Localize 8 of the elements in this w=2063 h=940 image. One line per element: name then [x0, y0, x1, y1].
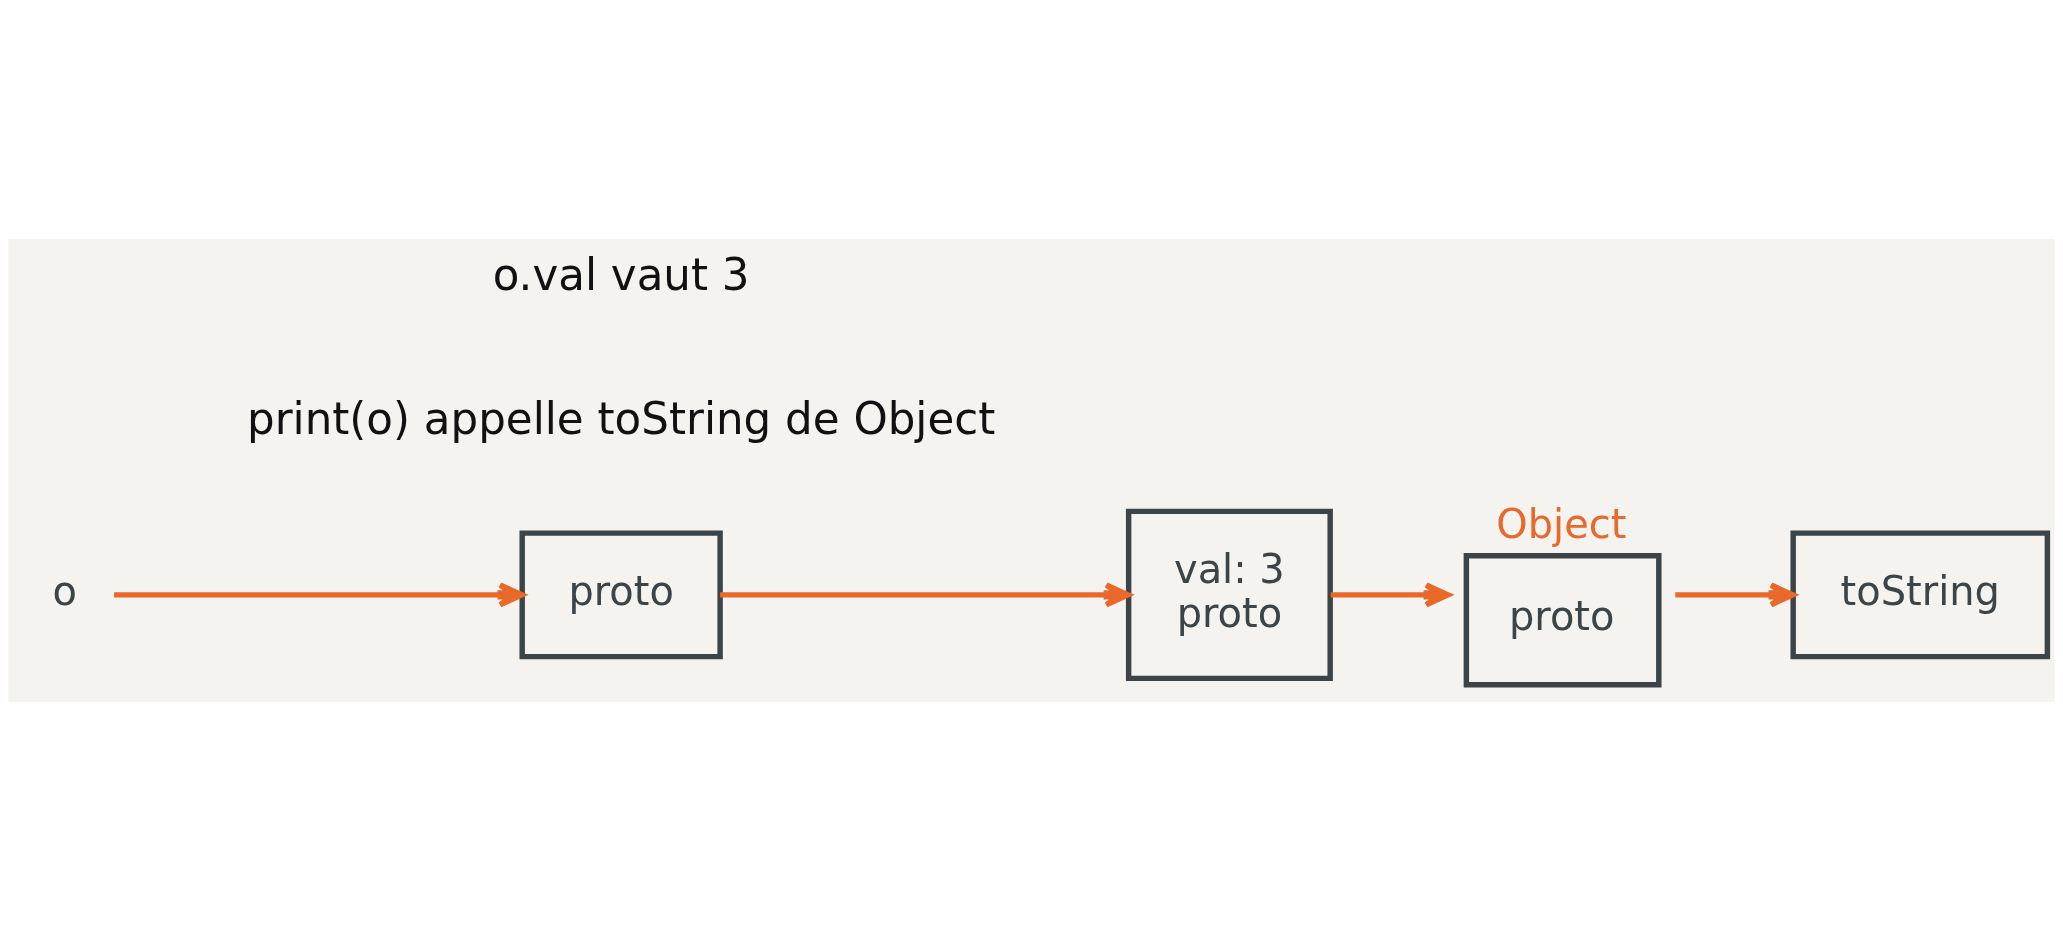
node-text: o [52, 567, 77, 614]
node-label: Object [1496, 500, 1627, 547]
node-box: proto [519, 529, 723, 659]
node-box: proto [1463, 552, 1662, 687]
label: o.val vaut 3 [492, 249, 750, 300]
label: print(o) appelle toString de Object [247, 393, 996, 444]
node-box: toString [1790, 529, 2051, 659]
node-box: val: 3 proto [1125, 508, 1333, 681]
